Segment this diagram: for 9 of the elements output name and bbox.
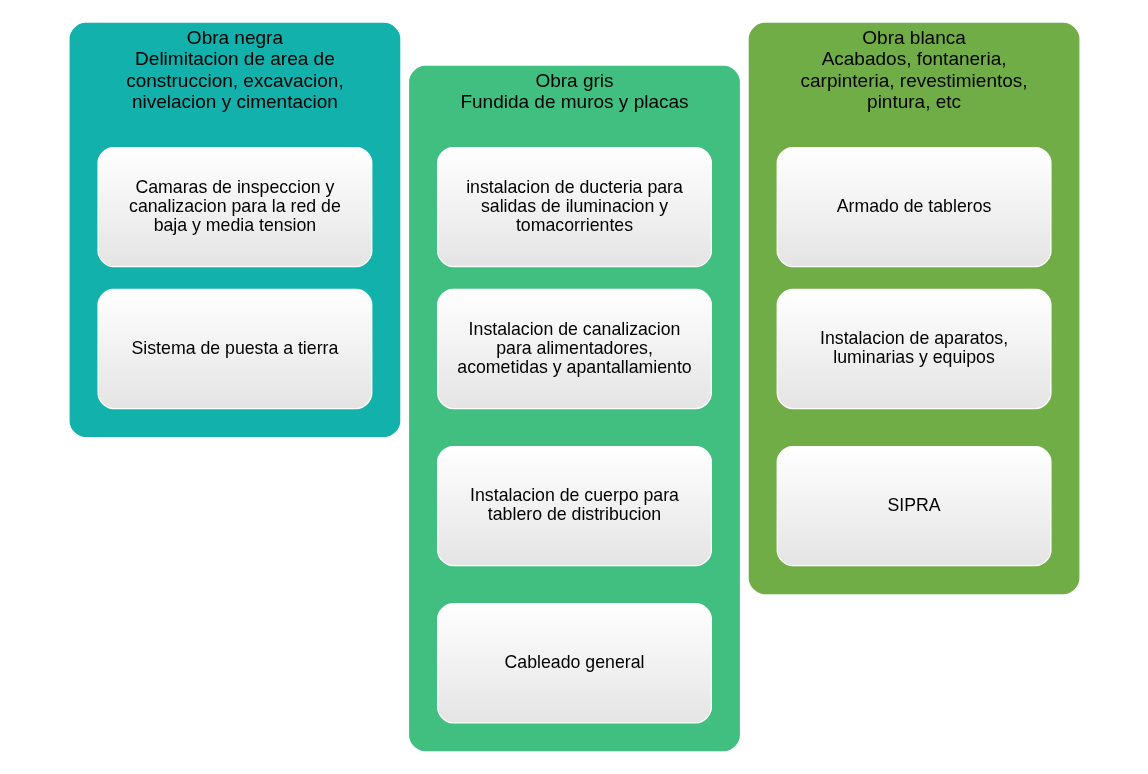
node-box: SIPRA bbox=[776, 445, 1052, 567]
node-box: Armado de tableros bbox=[776, 146, 1052, 268]
node-box: Instalacion de canalizacion para alimentadores, acometidas y apantallamiento bbox=[436, 288, 712, 410]
node-box: Instalacion de aparatos, luminarias y equipos bbox=[776, 288, 1052, 410]
node-box: Camaras de inspeccion y canalizacion para la red de baja y media tension bbox=[96, 146, 372, 268]
node-box: Cableado general bbox=[436, 603, 712, 724]
node-box: Sistema de puesta a tierra bbox=[96, 288, 372, 410]
node-box: instalacion de ducteria para salidas de iluminacion y tomacorrientes bbox=[436, 146, 712, 268]
node-box: Instalacion de cuerpo para tablero de distribucion bbox=[436, 445, 712, 567]
